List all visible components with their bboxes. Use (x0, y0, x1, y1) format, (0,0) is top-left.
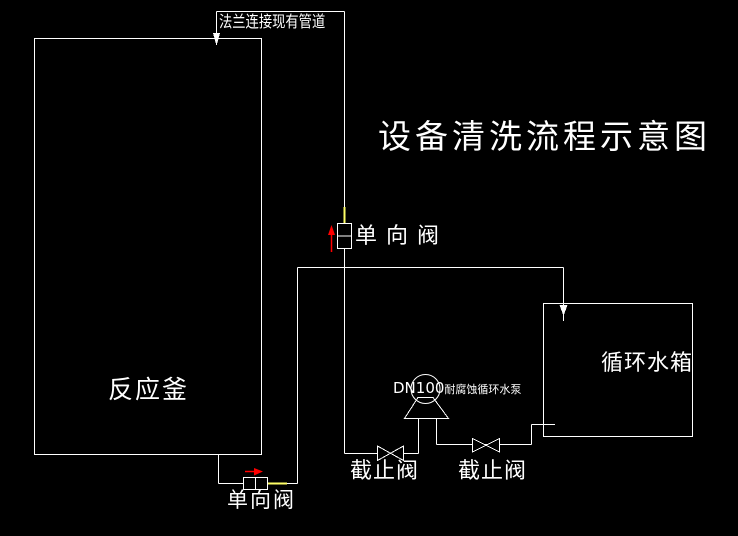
tank-inlet-arrow-down-icon (559, 305, 568, 321)
pump-name-label: 耐腐蚀循环水泵 (444, 383, 522, 396)
tank-label: 循环水箱 (601, 351, 694, 376)
pump-symbol (403, 374, 450, 454)
stop-valve-left-symbol (377, 445, 404, 462)
pump-label: DN100耐腐蚀循环水泵 (393, 381, 521, 396)
stop-valve-right-symbol (472, 437, 500, 453)
stop-valve-left-label: 截止阀 (350, 459, 420, 484)
flow-arrow-right-icon (245, 468, 263, 476)
pump-circle (410, 374, 441, 404)
tank-outline (543, 303, 693, 437)
check-valve-bottom-label: 单向阀 (227, 488, 296, 512)
reactor-label: 反应釜 (108, 375, 190, 404)
flange-note-box (216, 11, 345, 35)
pipe-reactor-outlet (218, 454, 298, 485)
check-valve-top-label: 单向阀 (355, 224, 449, 249)
stop-valve-right-label: 截止阀 (458, 459, 528, 484)
leader-arrow-down-icon (213, 33, 220, 46)
drawing-title: 设备清洗流程示意图 (378, 117, 711, 156)
check-valve-top-symbol (337, 223, 352, 249)
pump-size-label: DN100 (393, 379, 445, 397)
check-valve-bottom-symbol (243, 477, 268, 490)
pump-body (403, 397, 450, 419)
reactor-outline (34, 38, 262, 455)
flange-note-label: 法兰连接现有管道 (219, 12, 326, 31)
flow-arrow-up-icon (328, 225, 335, 252)
